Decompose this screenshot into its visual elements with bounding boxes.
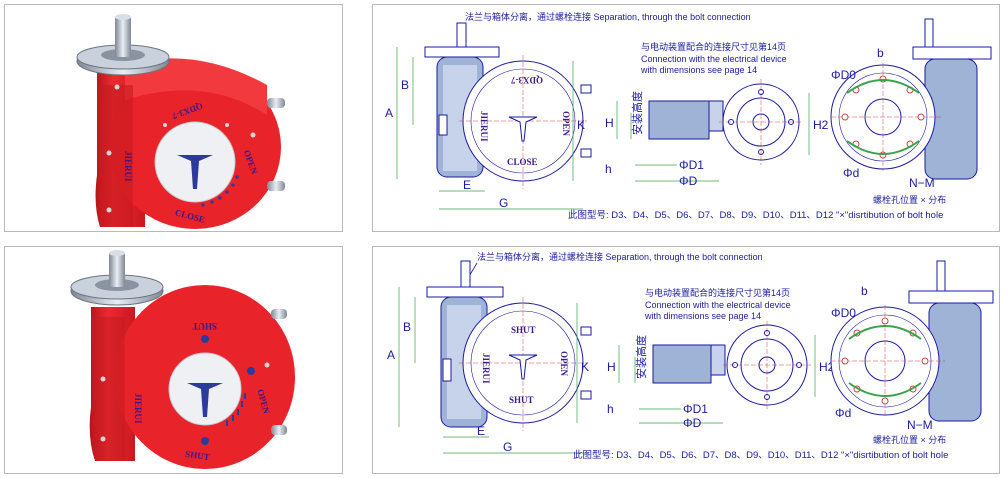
conn-note-en2: with dimensions see page 14: [644, 311, 761, 321]
technical-drawing-top: 法兰与箱体分离，通过螺栓连接 Separation, through the b…: [385, 11, 992, 221]
dim-D: ΦD: [679, 174, 698, 188]
bolt-cn: 螺栓孔位置 × 分布: [873, 194, 946, 205]
gearbox-photo-bottom: SHUT JIERUI OPEN SHUT: [70, 250, 295, 469]
dim-H: H: [607, 360, 616, 374]
dial-shut-bottom: SHUT: [509, 395, 534, 405]
shut-bottom-label: SHUT: [185, 449, 211, 462]
dim-h: h: [605, 162, 612, 176]
dim-A: A: [387, 348, 395, 362]
dial-open: OPEN: [561, 111, 571, 137]
brand-text: JIERUI: [123, 151, 133, 182]
photo-panel-top: QDX3-7 JIERUI OPEN CLOSE: [4, 4, 343, 232]
dim-d: Φd: [835, 406, 851, 420]
flange-note: 法兰与箱体分离，通过螺栓连接 Separation, through the b…: [465, 11, 751, 22]
dim-d: Φd: [843, 166, 859, 180]
conn-note-en2: with dimensions see page 14: [640, 65, 757, 75]
dim-G: G: [499, 196, 508, 210]
dim-D1: ΦD1: [679, 158, 704, 172]
shut-top-label: SHUT: [192, 321, 217, 331]
technical-drawing-bottom: 法兰与箱体分离，通过螺栓连接 Separation, through the b…: [387, 251, 994, 461]
drawing-panel-bottom: 法兰与箱体分离，通过螺栓连接 Separation, through the b…: [372, 246, 1000, 474]
conn-note-cn: 与电动装置配合的连接尺寸见第14页: [641, 41, 786, 52]
dim-E: E: [477, 424, 485, 438]
dim-D0: ΦD0: [831, 68, 856, 82]
models-caption: 此图型号: D3、D4、D5、D6、D7、D8、D9、D10、D11、D12 "…: [573, 449, 948, 461]
dim-G: G: [503, 440, 512, 454]
dim-h: h: [607, 402, 614, 416]
dim-H2: H2: [813, 118, 829, 132]
dim-E: E: [463, 178, 471, 192]
dim-K: K: [581, 360, 589, 374]
dim-H: H: [605, 116, 614, 130]
bolt-nm: N−M: [907, 418, 933, 432]
gearbox-photo-top: QDX3-7 JIERUI OPEN CLOSE: [76, 14, 285, 229]
drawing-panel-top: 法兰与箱体分离，通过螺栓连接 Separation, through the b…: [372, 4, 1000, 232]
models-caption: 此图型号: D3、D4、D5、D6、D7、D8、D9、D10、D11、D12 "…: [568, 209, 943, 221]
brand-text: JIERUI: [133, 393, 143, 424]
bolt-cn: 螺栓孔位置 × 分布: [873, 434, 946, 445]
bolt-nm: N−M: [909, 176, 935, 190]
dim-D: ΦD: [683, 416, 702, 430]
dim-B: B: [403, 320, 411, 334]
dial-code: QDX3-7: [511, 75, 543, 85]
photo-panel-bottom: SHUT JIERUI OPEN SHUT: [4, 246, 343, 474]
install-height: 安装高度: [630, 91, 644, 135]
dial-brand: JIERUI: [479, 111, 489, 142]
conn-note-cn: 与电动装置配合的连接尺寸见第14页: [645, 287, 790, 298]
dial-open: OPEN: [559, 351, 569, 377]
dim-D1: ΦD1: [683, 402, 708, 416]
dim-D0: ΦD0: [831, 306, 856, 320]
dial-brand: JIERUI: [481, 353, 491, 384]
dim-b: b: [861, 284, 868, 298]
install-height: 安装高度: [634, 335, 648, 379]
dial-shut-top: SHUT: [511, 325, 536, 335]
dim-A: A: [385, 106, 393, 120]
dim-B: B: [401, 78, 409, 92]
conn-note-en1: Connection with the electrical device: [645, 300, 791, 310]
flange-note: 法兰与箱体分离，通过螺栓连接 Separation, through the b…: [477, 251, 763, 262]
conn-note-en1: Connection with the electrical device: [641, 54, 787, 64]
dial-close: CLOSE: [507, 157, 538, 167]
dim-K: K: [577, 118, 585, 132]
dim-b: b: [877, 46, 884, 60]
